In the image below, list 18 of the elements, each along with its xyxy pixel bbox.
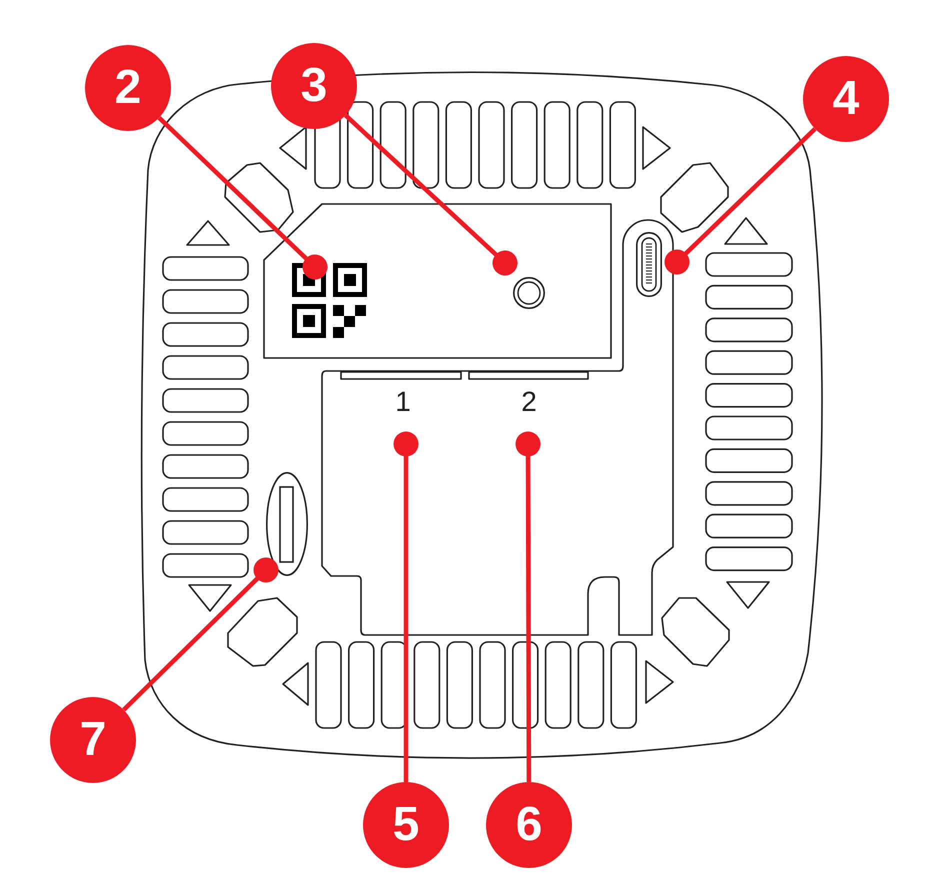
qr-code-icon bbox=[292, 263, 367, 338]
callout-number: 4 bbox=[803, 56, 889, 142]
usb-c-port-icon bbox=[636, 232, 662, 297]
round-button-icon bbox=[513, 277, 545, 309]
port-number: 2 bbox=[521, 388, 537, 416]
leader-line bbox=[158, 116, 328, 280]
slot-icon bbox=[266, 472, 308, 576]
leader-line bbox=[344, 114, 518, 276]
leader-line bbox=[664, 127, 817, 274]
port-number: 1 bbox=[395, 388, 411, 416]
leader-line bbox=[394, 432, 418, 782]
callout-number: 2 bbox=[85, 45, 171, 131]
callout-number: 5 bbox=[363, 782, 449, 868]
leader-line bbox=[516, 432, 540, 782]
callout-number: 3 bbox=[271, 43, 357, 129]
callout-number: 6 bbox=[486, 782, 572, 868]
callout-number: 7 bbox=[50, 697, 136, 783]
leader-line bbox=[122, 558, 278, 712]
